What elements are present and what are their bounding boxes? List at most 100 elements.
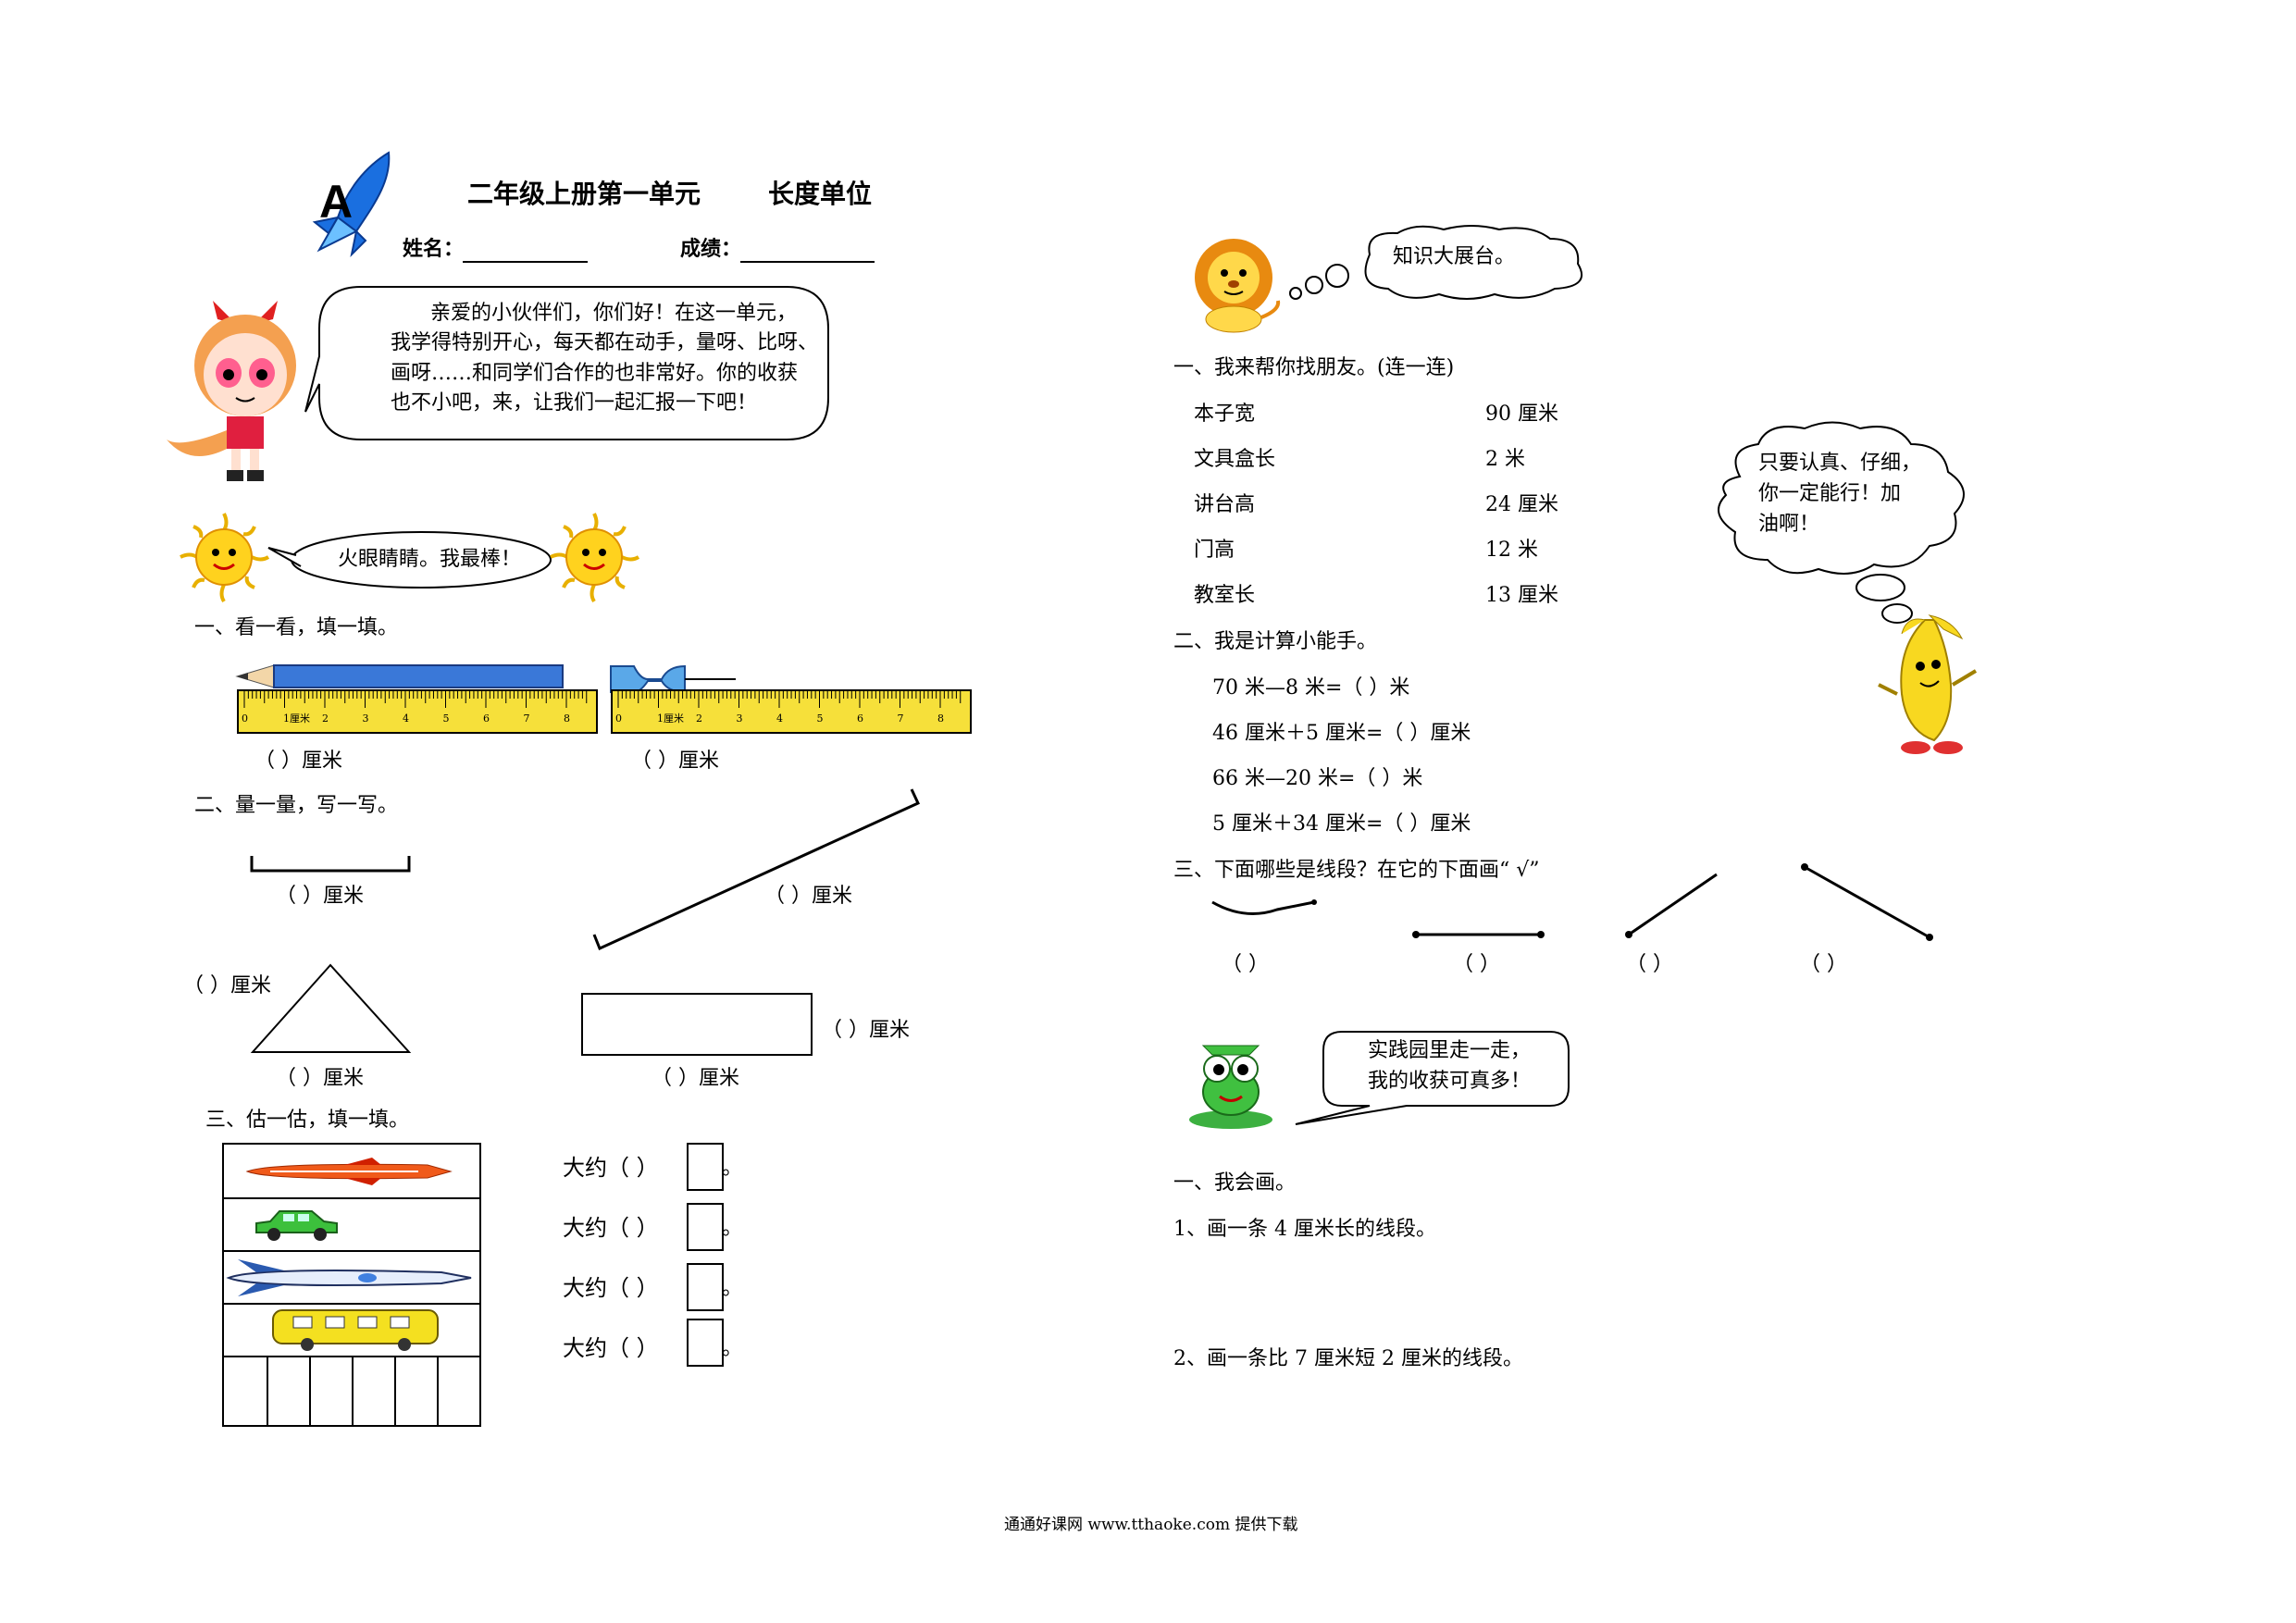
- estimate-label-3[interactable]: 大约（ ）: [563, 1275, 659, 1301]
- practice-item-1: 1、画一条 4 厘米长的线段。: [1173, 1218, 1436, 1241]
- ruler-1-ticks: [243, 691, 588, 708]
- bus-icon: [272, 1309, 439, 1351]
- drawing-area-1[interactable]: [1173, 1249, 1877, 1342]
- banana-cartoon-icon: [1878, 614, 1978, 754]
- estimate-box-3[interactable]: [687, 1263, 724, 1311]
- rectangle-base-answer[interactable]: （ ）厘米: [652, 1067, 739, 1090]
- practice-item-2: 2、画一条比 7 厘米短 2 厘米的线段。: [1173, 1347, 1523, 1370]
- frog-speech-bubble: [1295, 1031, 1570, 1125]
- estimate-dot-2: 。: [722, 1217, 743, 1240]
- ruler-tick-label: 7: [897, 712, 904, 725]
- name-label: 姓名：: [403, 237, 465, 261]
- estimate-label-4[interactable]: 大约（ ）: [563, 1335, 659, 1361]
- q3-answer-4[interactable]: （ ）: [1800, 953, 1847, 976]
- ruler-1-unit: 1厘米: [283, 712, 310, 725]
- q2-item[interactable]: 5 厘米＋34 厘米=（ ）厘米: [1212, 812, 1471, 836]
- girl-cartoon-icon: [167, 301, 296, 481]
- section-3-title: 三、估一估，填一填。: [205, 1109, 410, 1132]
- q1-left-item[interactable]: 门高: [1194, 539, 1235, 562]
- frog-bubble-line-2: 我的收获可真多！: [1368, 1070, 1532, 1093]
- estimate-label-2[interactable]: 大约（ ）: [563, 1215, 659, 1241]
- ruler-tick-label: 2: [322, 712, 329, 725]
- sun-bubble: [267, 531, 552, 588]
- sun-bubble-text: 火眼睛睛。我最棒！: [338, 548, 522, 571]
- q1-right-item[interactable]: 2 米: [1485, 448, 1525, 471]
- cloud-line-3: 油啊！: [1758, 513, 1820, 536]
- frog-cartoon-icon: [1189, 1045, 1272, 1129]
- ruler-tick-label: 5: [816, 712, 824, 725]
- q1-left-item[interactable]: 讲台高: [1194, 493, 1256, 516]
- airplane-icon: [245, 1158, 453, 1185]
- intro-line-1: 亲爱的小伙伴们，你们好！在这一单元，: [430, 302, 798, 325]
- score-label: 成绩：: [680, 237, 742, 261]
- ruler-tick-label: 8: [564, 712, 570, 725]
- ruler-tick-label: 7: [523, 712, 530, 725]
- estimate-table: [222, 1143, 481, 1427]
- cloud-line-1: 只要认真、仔细，: [1758, 452, 1922, 475]
- grid-cell: [394, 1356, 396, 1425]
- estimate-box-1[interactable]: [687, 1143, 724, 1191]
- q1-right-item[interactable]: 12 米: [1485, 539, 1538, 562]
- page-subtitle: 长度单位: [768, 179, 873, 209]
- ruler-1-answer[interactable]: （ ）厘米: [254, 750, 342, 773]
- ruler-tick-label: 6: [857, 712, 863, 725]
- estimate-label-1[interactable]: 大约（ ）: [563, 1155, 659, 1181]
- pencil-icon: [235, 664, 564, 688]
- ruler-2-unit: 1厘米: [657, 712, 684, 725]
- practice-title: 一、我会画。: [1173, 1171, 1297, 1195]
- intro-line-3: 画呀……和同学们合作的也非常好。你的收获: [391, 362, 799, 385]
- q1-left-item[interactable]: 教室长: [1194, 584, 1256, 607]
- q2-item[interactable]: 66 米—20 米=（ ）米: [1212, 767, 1423, 790]
- ruler-tick-label: 3: [362, 712, 369, 725]
- estimate-box-4[interactable]: [687, 1319, 724, 1367]
- q3-answer-3[interactable]: （ ）: [1626, 953, 1673, 976]
- q2-item[interactable]: 70 米—8 米=（ ）米: [1212, 676, 1410, 700]
- q3-answer-1[interactable]: （ ）: [1222, 953, 1269, 976]
- grid-cell: [267, 1356, 268, 1425]
- segment-bracket-short: [250, 856, 411, 873]
- grid-cell: [437, 1356, 439, 1425]
- footer-text: 通通好课网 www.tthaoke.com 提供下载: [1004, 1516, 1298, 1534]
- drawing-area-2[interactable]: [1173, 1379, 1877, 1471]
- ruler-tick-label: 0: [615, 712, 622, 725]
- ruler-tick-label: 3: [736, 712, 743, 725]
- lion-thought-bubble: [1289, 225, 1583, 300]
- lion-bubble-text: 知识大展台。: [1393, 245, 1516, 268]
- segment-long-answer[interactable]: （ ）厘米: [764, 885, 852, 908]
- sun-icon: [550, 513, 640, 603]
- lion-cartoon-icon: [1195, 239, 1281, 333]
- q1-right-item[interactable]: 24 厘米: [1485, 493, 1558, 516]
- cloud-line-2: 你一定能行！加: [1758, 482, 1902, 505]
- triangle-base-answer[interactable]: （ ）厘米: [276, 1067, 364, 1090]
- ruler-tick-label: 8: [937, 712, 944, 725]
- ruler-tick-label: 6: [483, 712, 490, 725]
- rectangle-side-answer[interactable]: （ ）厘米: [822, 1019, 910, 1042]
- q3-figures: [1211, 863, 1933, 941]
- estimate-dot-4: 。: [722, 1337, 743, 1360]
- estimate-dot-3: 。: [722, 1277, 743, 1300]
- grid-cell: [352, 1356, 354, 1425]
- q1-left-item[interactable]: 本子宽: [1194, 403, 1256, 426]
- q1-right-item[interactable]: 13 厘米: [1485, 584, 1558, 607]
- ruler-2-answer[interactable]: （ ）厘米: [631, 750, 719, 773]
- ruler-tick-label: 4: [776, 712, 783, 725]
- ruler-2-ticks: [617, 691, 962, 708]
- grid-cell: [309, 1356, 311, 1425]
- q1-right-item[interactable]: 90 厘米: [1485, 403, 1558, 426]
- car-icon: [255, 1210, 338, 1241]
- triangle-shape: [250, 963, 412, 1053]
- estimate-box-2[interactable]: [687, 1203, 724, 1251]
- segment-short-answer[interactable]: （ ）厘米: [276, 885, 364, 908]
- encourage-thought-cloud: [1718, 421, 1965, 624]
- triangle-side-answer[interactable]: （ ）厘米: [183, 974, 271, 997]
- svg-text:A: A: [319, 176, 353, 228]
- name-field[interactable]: [463, 261, 588, 263]
- q1-left-item[interactable]: 文具盒长: [1194, 448, 1276, 471]
- rectangle-shape: [581, 993, 813, 1056]
- estimate-row: [224, 1145, 479, 1199]
- q2-item[interactable]: 46 厘米＋5 厘米=（ ）厘米: [1212, 722, 1471, 745]
- q3-answer-2[interactable]: （ ）: [1453, 953, 1500, 976]
- score-field[interactable]: [740, 261, 875, 263]
